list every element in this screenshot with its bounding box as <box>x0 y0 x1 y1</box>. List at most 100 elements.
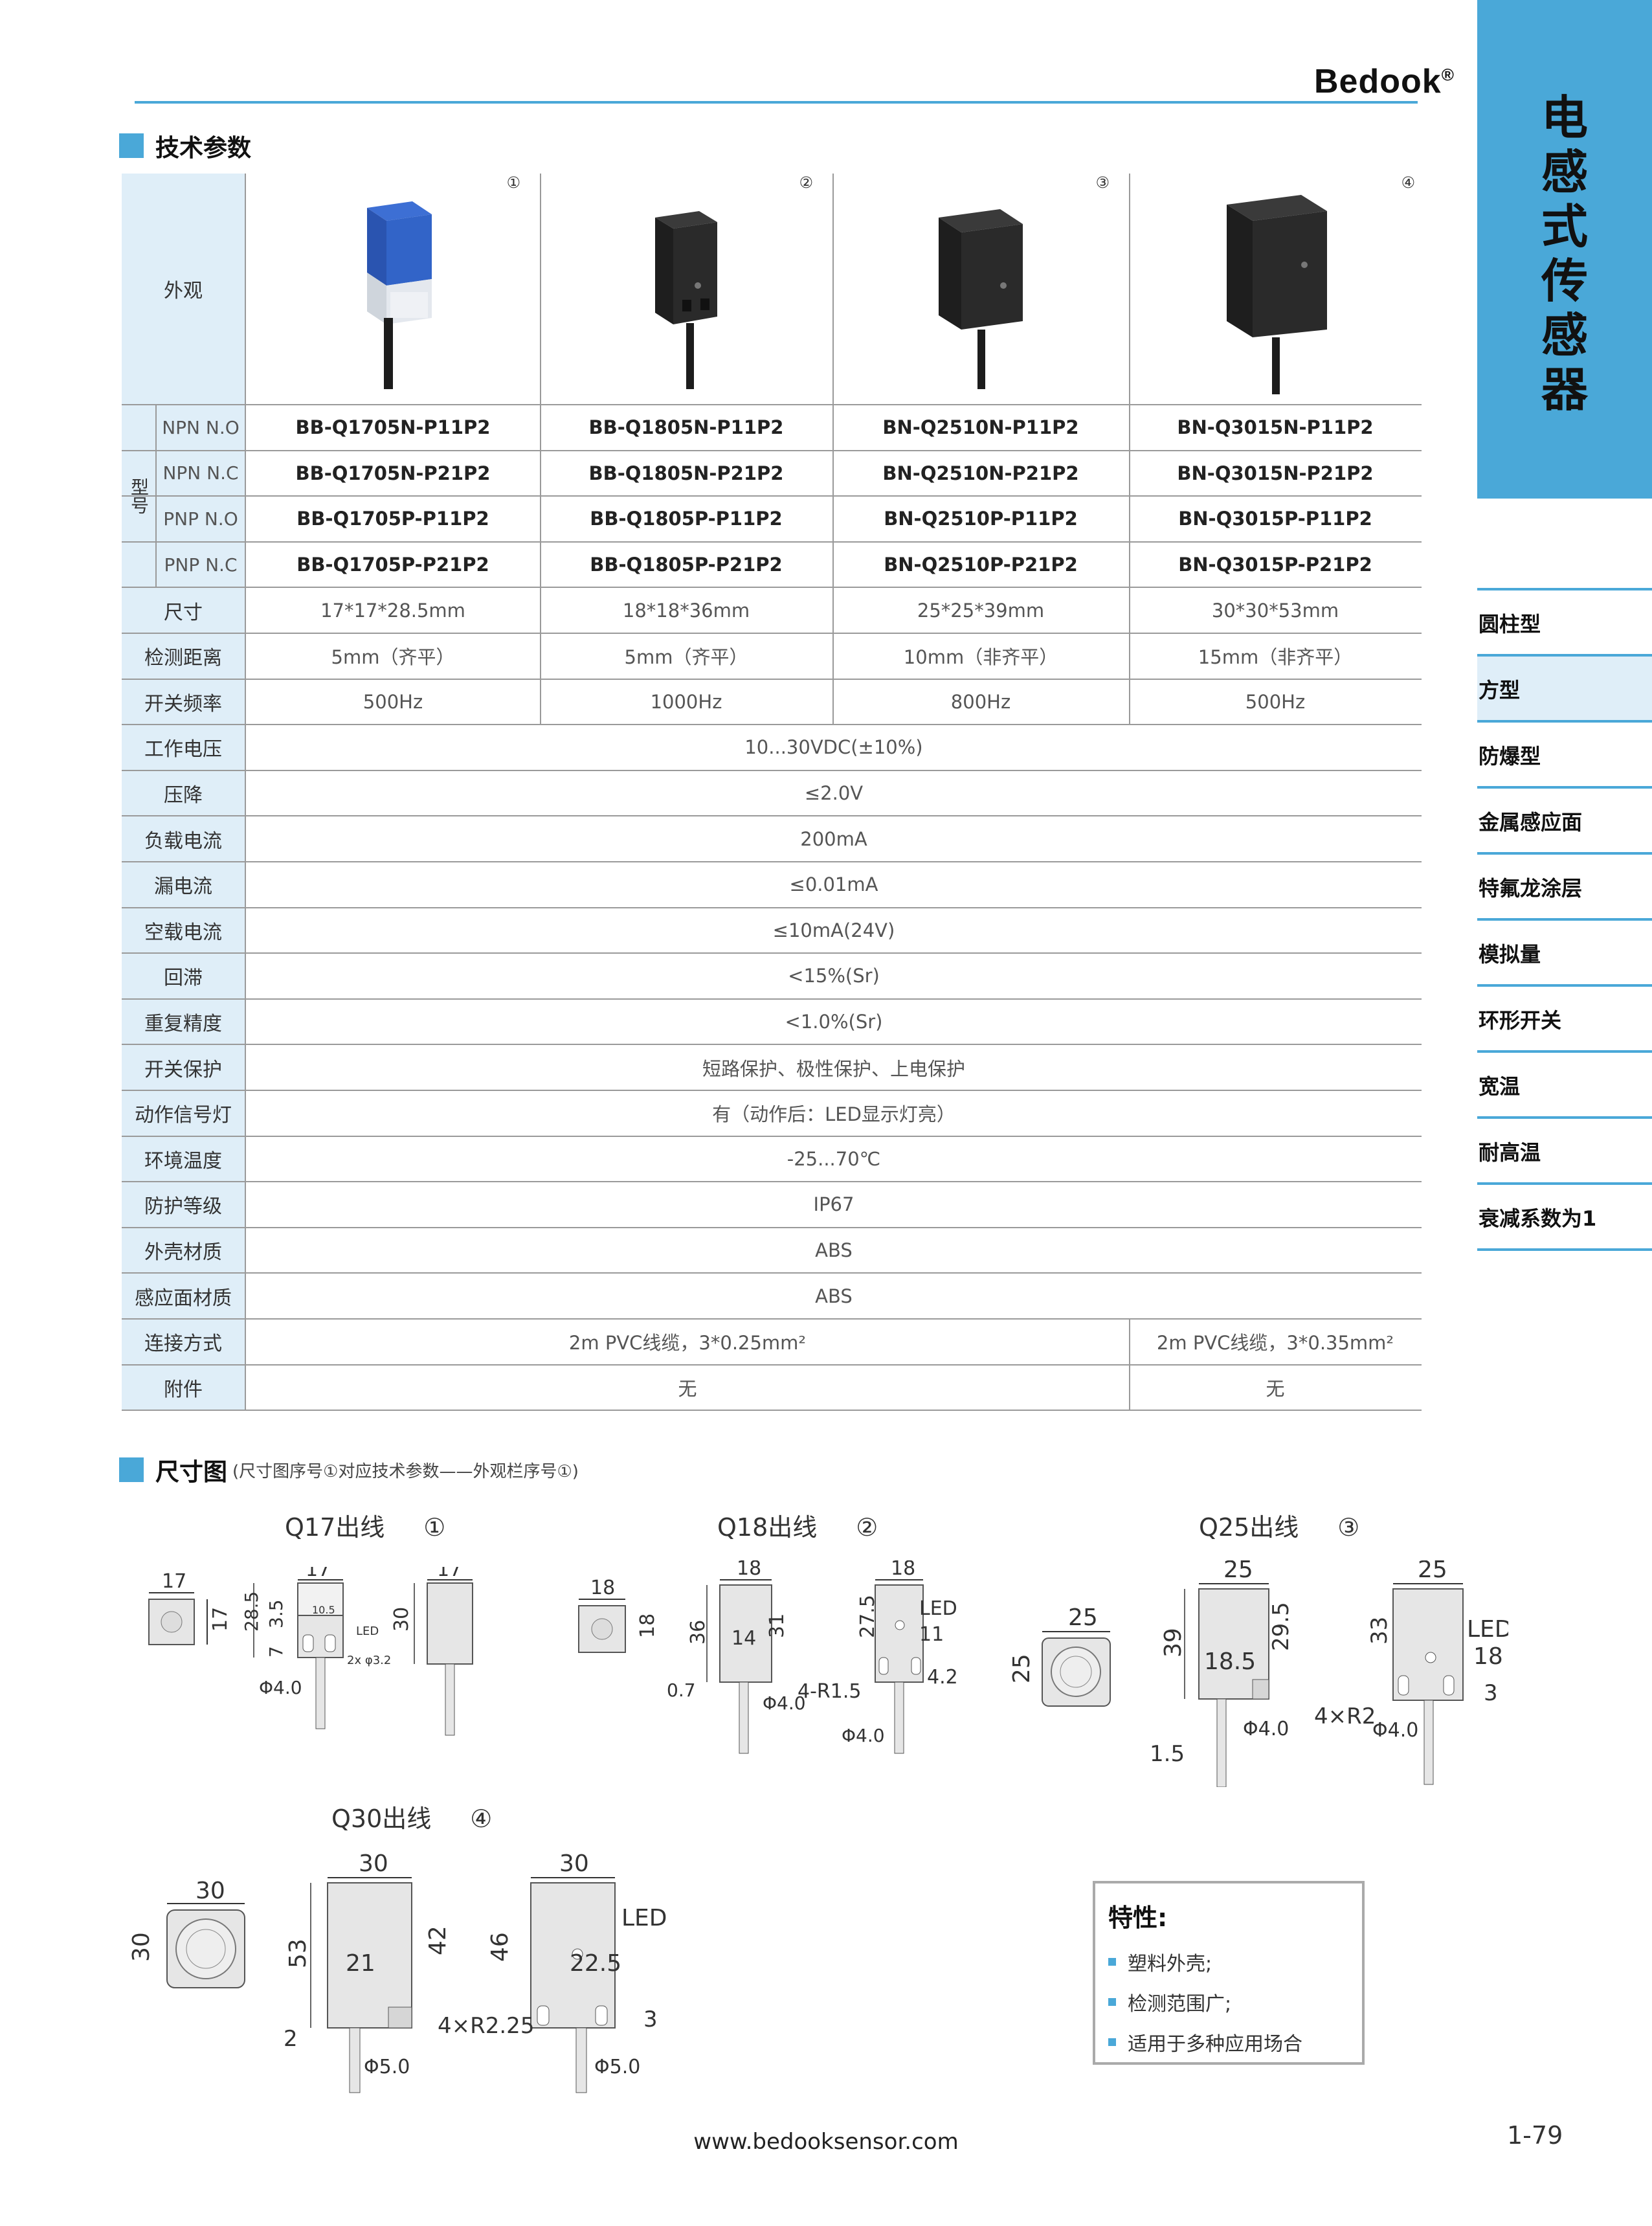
spec-value-cell: 2m PVC线缆，3*0.35mm² <box>1156 1332 1394 1355</box>
feature-item: 检测范围广; <box>1108 1988 1349 2016</box>
product-image-q18 <box>655 211 717 389</box>
svg-text:LED: LED <box>356 1625 379 1638</box>
product-number-3: ③ <box>1095 174 1110 192</box>
q30-rear-view: 30 46 LED 22.5 3 4×R2.25 Φ5.0 <box>438 1850 667 2093</box>
svg-text:39: 39 <box>1160 1628 1187 1658</box>
nav-item-1[interactable]: 圆柱型 <box>1477 588 1652 655</box>
svg-text:Φ4.0: Φ4.0 <box>1372 1719 1418 1742</box>
product-cell-1: ① <box>246 174 540 404</box>
nav-item-5[interactable]: 特氟龙涂层 <box>1477 852 1652 919</box>
svg-text:33: 33 <box>1367 1617 1392 1645</box>
svg-text:25: 25 <box>1068 1604 1098 1631</box>
svg-text:3: 3 <box>643 2007 658 2032</box>
spec-value-cell: 有（动作后：LED显示灯亮） <box>712 1103 955 1126</box>
bullet-icon <box>1108 1958 1116 1966</box>
svg-text:4.2: 4.2 <box>927 1666 958 1689</box>
spec-label: 环境温度 <box>122 1136 246 1182</box>
column-divider <box>1129 1320 1130 1364</box>
svg-text:30: 30 <box>128 1932 155 1962</box>
svg-text:7: 7 <box>265 1646 287 1658</box>
spec-value-cell: ABS <box>815 1239 853 1262</box>
model-number-cell: BB-Q1805N-P21P2 <box>588 462 784 484</box>
nav-bottom-rule <box>1477 1248 1652 1251</box>
spec-value-cell: 15mm（非齐平） <box>1198 646 1353 669</box>
svg-text:LED: LED <box>621 1905 667 1931</box>
q25-front-view: 25 25 <box>1009 1604 1111 1707</box>
svg-text:3.5: 3.5 <box>265 1599 287 1628</box>
dimensions-section-title: 尺寸图 <box>155 1458 227 1486</box>
product-cell-4: ④ <box>1129 174 1422 404</box>
spec-value-cell: 18*18*36mm <box>622 599 750 622</box>
spec-value-cell: 5mm（齐平） <box>331 646 455 669</box>
q18-rear-view: 18 27.5 LED 11 4.2 4-R1.5 Φ4.0 <box>798 1560 958 1754</box>
svg-text:21: 21 <box>346 1950 375 1977</box>
column-divider <box>540 174 541 726</box>
svg-text:LED: LED <box>1467 1616 1508 1643</box>
spec-label: 开关频率 <box>122 679 246 725</box>
model-group-label: 型号 <box>122 405 157 589</box>
svg-text:17: 17 <box>437 1567 462 1581</box>
svg-text:18.5: 18.5 <box>1204 1648 1256 1675</box>
spec-row: 回滞<15%(Sr) <box>122 954 1422 1000</box>
svg-text:25: 25 <box>1009 1654 1035 1683</box>
nav-item-2[interactable]: 方型 <box>1477 654 1652 721</box>
nav-item-6[interactable]: 模拟量 <box>1477 918 1652 985</box>
model-row-label: NPN N.C <box>157 451 246 496</box>
appearance-label: 外观 <box>122 174 246 404</box>
svg-text:Φ4.0: Φ4.0 <box>1243 1718 1289 1740</box>
spec-value-cell: 无 <box>1266 1377 1285 1400</box>
svg-text:17: 17 <box>162 1570 186 1593</box>
spec-row: 重复精度<1.0%(Sr) <box>122 999 1422 1046</box>
svg-text:Φ5.0: Φ5.0 <box>364 2056 410 2078</box>
spec-label: 漏电流 <box>122 862 246 907</box>
column-divider <box>832 174 834 726</box>
product-image-q30 <box>1227 195 1327 394</box>
svg-text:18: 18 <box>590 1577 615 1599</box>
spec-row: 压降≤2.0V <box>122 770 1422 817</box>
bullet-icon <box>1108 2038 1116 2046</box>
svg-text:4×R2.25: 4×R2.25 <box>438 2013 534 2039</box>
spec-label: 附件 <box>122 1365 246 1410</box>
nav-item-8[interactable]: 宽温 <box>1477 1050 1652 1118</box>
spec-value-cell: ≤2.0V <box>804 782 864 805</box>
svg-text:3: 3 <box>1484 1680 1498 1706</box>
footer-url[interactable]: www.bedooksensor.com <box>693 2129 959 2155</box>
features-box: 特性: 塑料外壳; 检测范围广; 适用于多种应用场合 <box>1093 1881 1365 2065</box>
svg-text:29.5: 29.5 <box>1268 1602 1294 1651</box>
svg-text:11: 11 <box>919 1623 944 1646</box>
svg-text:Φ4.0: Φ4.0 <box>763 1692 806 1714</box>
spec-label: 空载电流 <box>122 908 246 953</box>
spec-value-cell: <15%(Sr) <box>788 965 880 987</box>
svg-text:30: 30 <box>390 1607 413 1632</box>
nav-item-10[interactable]: 衰减系数为1 <box>1477 1182 1652 1250</box>
nav-item-4[interactable]: 金属感应面 <box>1477 786 1652 853</box>
nav-item-9[interactable]: 耐高温 <box>1477 1116 1652 1184</box>
dimensions-section-header: 尺寸图 (尺寸图序号①对应技术参数——外观栏序号①) <box>119 1452 579 1487</box>
spec-value-cell: 25*25*39mm <box>917 599 1045 622</box>
product-cell-2: ② <box>540 174 832 404</box>
svg-text:30: 30 <box>559 1850 589 1877</box>
spec-row: 动作信号灯有（动作后：LED显示灯亮） <box>122 1091 1422 1137</box>
svg-text:27.5: 27.5 <box>856 1595 879 1638</box>
model-row-label: PNP N.O <box>157 497 246 541</box>
specs-section-header: 技术参数 <box>119 128 251 163</box>
nav-item-3[interactable]: 防爆型 <box>1477 720 1652 787</box>
svg-text:18: 18 <box>891 1560 915 1580</box>
svg-text:30: 30 <box>195 1878 225 1904</box>
svg-text:53: 53 <box>285 1939 311 1968</box>
nav-item-7[interactable]: 环形开关 <box>1477 984 1652 1051</box>
spec-label: 连接方式 <box>122 1320 246 1364</box>
svg-text:Φ4.0: Φ4.0 <box>842 1725 885 1746</box>
model-number-cell: BB-Q1705P-P11P2 <box>296 508 489 530</box>
svg-text:36: 36 <box>687 1620 709 1645</box>
q18-front-view: 18 18 <box>578 1577 659 1653</box>
spec-value-cell: 10...30VDC(±10%) <box>744 736 923 759</box>
drawing-q18: 18 18 18 36 14 31 0.7 Φ4.0 18 27.5 LED 1… <box>578 1560 958 1754</box>
q30-side-view: 30 53 21 42 2 Φ5.0 <box>284 1850 451 2093</box>
spec-value-cell: 短路保护、极性保护、上电保护 <box>702 1057 965 1080</box>
